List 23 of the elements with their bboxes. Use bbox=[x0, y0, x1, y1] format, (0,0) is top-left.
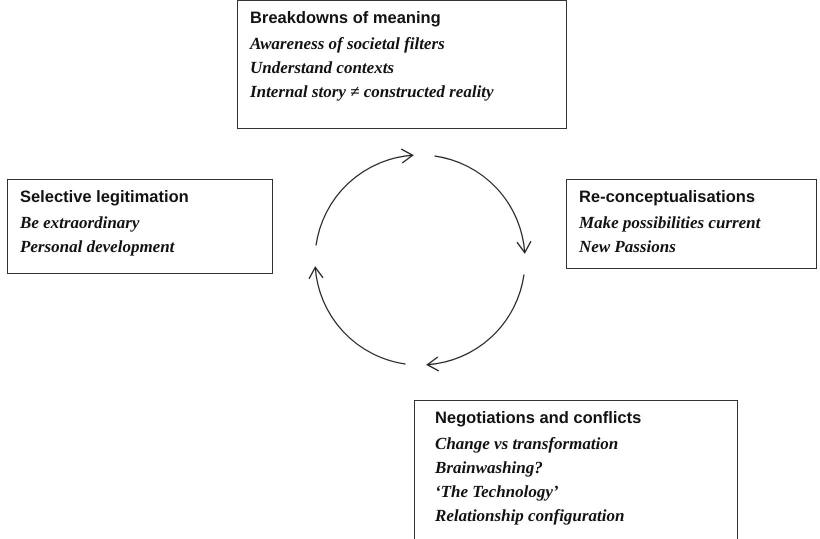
list-item: Internal story ≠ constructed reality bbox=[250, 81, 495, 103]
list-item: Brainwashing? bbox=[435, 457, 544, 479]
text-box bbox=[414, 400, 738, 539]
list-item: Change vs transformation bbox=[435, 433, 620, 455]
curved-arrow bbox=[426, 274, 525, 371]
list-item: ‘The Technology’ bbox=[435, 481, 560, 503]
curved-arrow bbox=[309, 266, 406, 365]
text-box bbox=[7, 179, 273, 274]
box-heading: Selective legitimation bbox=[20, 187, 190, 208]
list-item: Be extraordinary bbox=[20, 212, 140, 234]
list-item: Understand contexts bbox=[250, 57, 396, 79]
list-item: Personal development bbox=[20, 236, 176, 258]
curved-arrow bbox=[315, 149, 414, 246]
text-box bbox=[566, 179, 817, 269]
list-item: Relationship configuration bbox=[435, 505, 626, 527]
list-item: Make possibilities current bbox=[579, 212, 762, 234]
curved-arrow bbox=[434, 155, 531, 254]
list-item: Awareness of societal filters bbox=[250, 33, 446, 55]
text-box bbox=[237, 0, 567, 129]
list-item: New Passions bbox=[579, 236, 677, 258]
box-heading: Breakdowns of meaning bbox=[250, 8, 442, 29]
box-heading: Re-conceptualisations bbox=[579, 187, 756, 208]
box-heading: Negotiations and conflicts bbox=[435, 408, 642, 429]
